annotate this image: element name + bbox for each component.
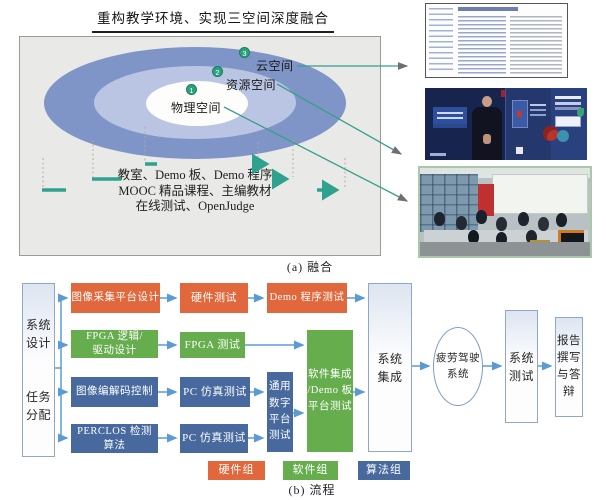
red-banner xyxy=(478,184,494,216)
textbook-text-lines xyxy=(530,104,546,106)
system-test-box: 系统 测试 xyxy=(505,310,538,423)
pc-sim-test-box-2: PC 仿真测试 xyxy=(180,424,248,453)
classroom-photo xyxy=(418,166,592,258)
notes-line-2: MOOC 精品课程、主编教材 xyxy=(118,183,272,198)
caption-b: (b) 流程 xyxy=(288,483,336,497)
notes-line-3: 在线测试、OpenJudge xyxy=(135,199,255,213)
pc-sim-test-box-1: PC 仿真测试 xyxy=(180,377,250,407)
file-list-name-column xyxy=(458,16,506,74)
file-list-header xyxy=(458,7,518,11)
qr-code-icon xyxy=(514,145,523,154)
classroom-windows xyxy=(420,174,478,232)
fatigue-driving-system-ellipse: 疲劳驾驶 系统 xyxy=(433,327,483,406)
system-design-label: 系统 设计 xyxy=(25,318,51,350)
classroom-ceiling xyxy=(420,168,590,178)
badge-2-icon: 2 xyxy=(212,66,223,77)
badge-1-icon: 1 xyxy=(186,84,197,95)
fusion-notes: 教室、Demo 板、Demo 程序 MOOC 精品课程、主编教材 在线测试、Op… xyxy=(55,168,335,215)
digital-platform-test-box: 通用 数字 平台 测试 xyxy=(267,372,293,452)
image-capture-design-box: 图像采集平台设计 xyxy=(71,283,160,313)
legend-hardware-group: 硬件组 xyxy=(208,461,265,480)
cover-teal-gear-icon xyxy=(557,130,569,142)
cloud-file-list-screenshot xyxy=(425,3,568,78)
textbook-figure-panel xyxy=(555,116,581,127)
mooc-video-screenshot xyxy=(425,88,587,160)
classroom-desks xyxy=(424,230,588,242)
cover-leaf-icon xyxy=(577,108,584,117)
classroom-floor xyxy=(420,242,590,256)
design-allocation-box: 系统 设计 任务 分配 xyxy=(22,283,55,457)
projector-screen xyxy=(492,174,588,214)
task-allocation-label: 任务 分配 xyxy=(25,390,51,422)
codec-control-box: 图像编解码控制 xyxy=(71,377,158,407)
legend-algorithm-group: 算法组 xyxy=(358,461,410,480)
textbook-front-cover xyxy=(543,88,587,160)
lecturer-hands xyxy=(483,134,491,144)
fpga-test-box: FPGA 测试 xyxy=(180,332,245,358)
lecturer-body xyxy=(472,107,502,160)
textbook-thumb xyxy=(512,100,528,128)
textbook-title-lines xyxy=(555,96,581,99)
fusion-panel: 3 2 1 云空间 资源空间 物理空间 教室、Demo 板、Demo 程序 MO… xyxy=(19,36,381,256)
figure-title: 重构教学环境、实现三空间深度融合 xyxy=(92,7,334,33)
hardware-test-box: 硬件测试 xyxy=(180,283,248,313)
system-integration-box: 系统 集成 xyxy=(368,283,412,452)
perclos-algorithm-box: PERCLOS 检测 算法 xyxy=(71,424,158,453)
cloud-space-label: 云空间 xyxy=(256,59,294,73)
report-defense-box: 报告 撰写 与答 辩 xyxy=(555,317,583,417)
legend-software-group: 软件组 xyxy=(283,461,338,480)
video-watermark xyxy=(430,153,446,156)
caption-a: (a) 融合 xyxy=(286,260,334,274)
software-integration-box: 软件集成 /Demo 板 平台测试 xyxy=(307,330,353,452)
file-list-sidebar xyxy=(429,8,453,72)
resource-space-label: 资源空间 xyxy=(226,78,277,92)
textbook-back-cover xyxy=(505,88,552,160)
file-list-meta-column xyxy=(510,16,562,74)
fpga-design-box: FPGA 逻辑/ 驱动设计 xyxy=(71,330,158,358)
students-silhouettes xyxy=(434,212,445,226)
lecturer-head xyxy=(482,96,492,107)
notes-line-1: 教室、Demo 板、Demo 程序 xyxy=(117,168,273,182)
video-slide-panel xyxy=(433,107,467,128)
badge-3-icon: 3 xyxy=(239,47,250,58)
physical-space-label: 物理空间 xyxy=(171,101,222,115)
cover-red-gear-icon xyxy=(543,126,558,141)
demo-program-test-box: Demo 程序测试 xyxy=(267,283,347,313)
